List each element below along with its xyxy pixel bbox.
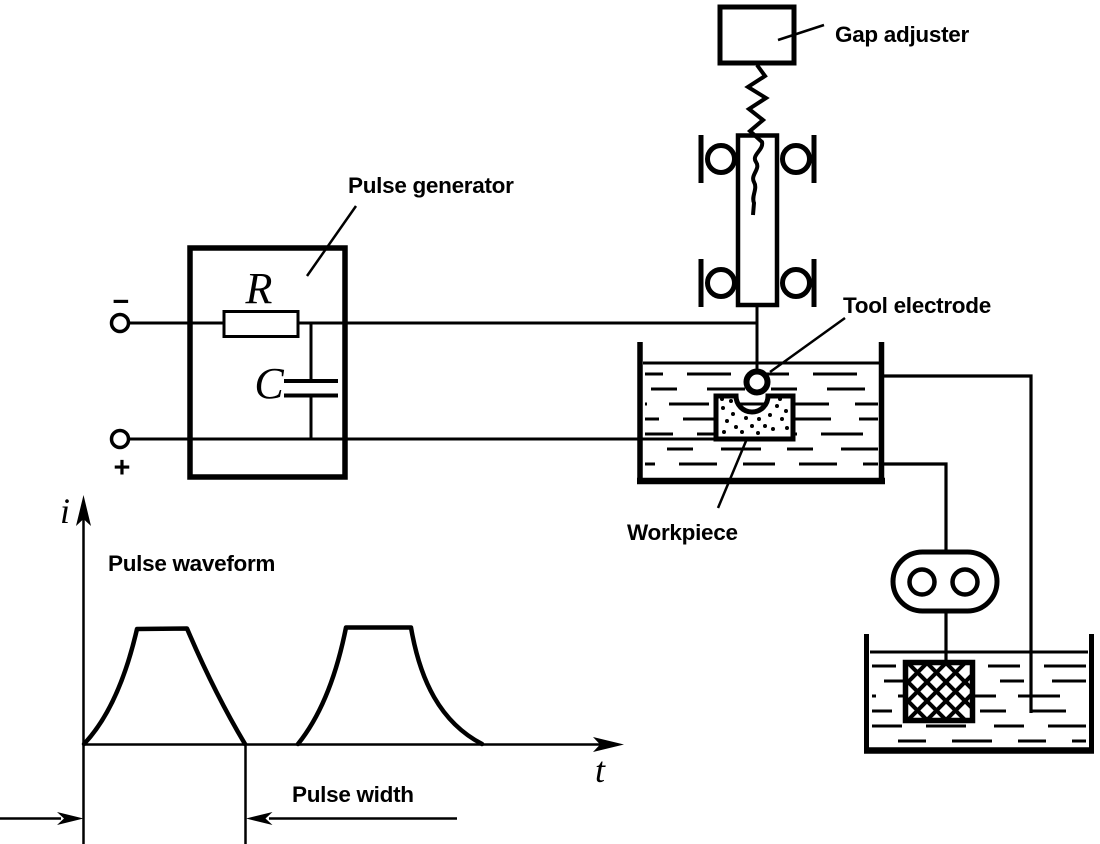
servo-feed: Gap adjuster <box>698 4 970 308</box>
positive-terminal <box>109 428 131 450</box>
resistor-symbol <box>222 310 300 338</box>
flexible-shaft-squiggle <box>744 63 770 216</box>
pulse-generator: R C − + Pulse generator <box>109 173 514 484</box>
pump-port-right <box>950 567 980 597</box>
tool-electrode-leader <box>769 316 846 374</box>
roller-upper-right <box>780 135 817 183</box>
gap-adjuster-label: Gap adjuster <box>835 22 969 47</box>
roller-upper-left <box>698 135 737 183</box>
pump-port-left <box>907 567 937 597</box>
pulse-waveform-plot: i t Pulse waveform Pulse width <box>0 491 624 844</box>
dimension-arrow-right-pointing <box>57 812 84 825</box>
pulse-generator-label: Pulse generator <box>348 173 514 198</box>
pulse-waveform-label: Pulse waveform <box>108 551 275 576</box>
pulse-width-label: Pulse width <box>292 782 414 807</box>
filter-crosshatch <box>908 665 970 718</box>
tool-electrode-tip <box>743 368 771 396</box>
capacitor-label: C <box>254 359 284 408</box>
dimension-arrow-left-pointing <box>246 812 273 825</box>
filter-tank <box>864 634 1094 754</box>
pump <box>890 549 1000 614</box>
positive-terminal-sign: + <box>114 452 131 484</box>
resistor-label: R <box>245 264 273 313</box>
x-axis-arrowhead <box>593 737 624 752</box>
gap-adjuster-box <box>717 4 797 66</box>
current-axis-label: i <box>60 491 70 531</box>
tool-electrode-label: Tool electrode <box>843 293 991 318</box>
negative-terminal-sign: − <box>113 286 130 318</box>
pipe-tank-to-pump <box>881 462 948 553</box>
pulse-curve-2 <box>295 625 485 747</box>
pipe-tank-to-filter-tank <box>881 374 1033 713</box>
pulse-generator-leader <box>305 205 358 277</box>
y-axis-arrowhead <box>76 495 91 526</box>
workpiece-stipple-dots <box>720 397 789 435</box>
roller-lower-left <box>698 259 737 307</box>
workpiece-leader <box>716 440 748 509</box>
workpiece-label: Workpiece <box>627 520 738 545</box>
negative-terminal <box>109 312 131 334</box>
roller-lower-right <box>780 259 817 307</box>
work-tank: Tool electrode Workpiece <box>627 293 991 545</box>
pulse-generator-box <box>187 245 348 480</box>
time-axis-label: t <box>595 750 606 790</box>
pulse-curve-1 <box>81 626 248 747</box>
gap-adjuster-leader <box>777 23 825 42</box>
